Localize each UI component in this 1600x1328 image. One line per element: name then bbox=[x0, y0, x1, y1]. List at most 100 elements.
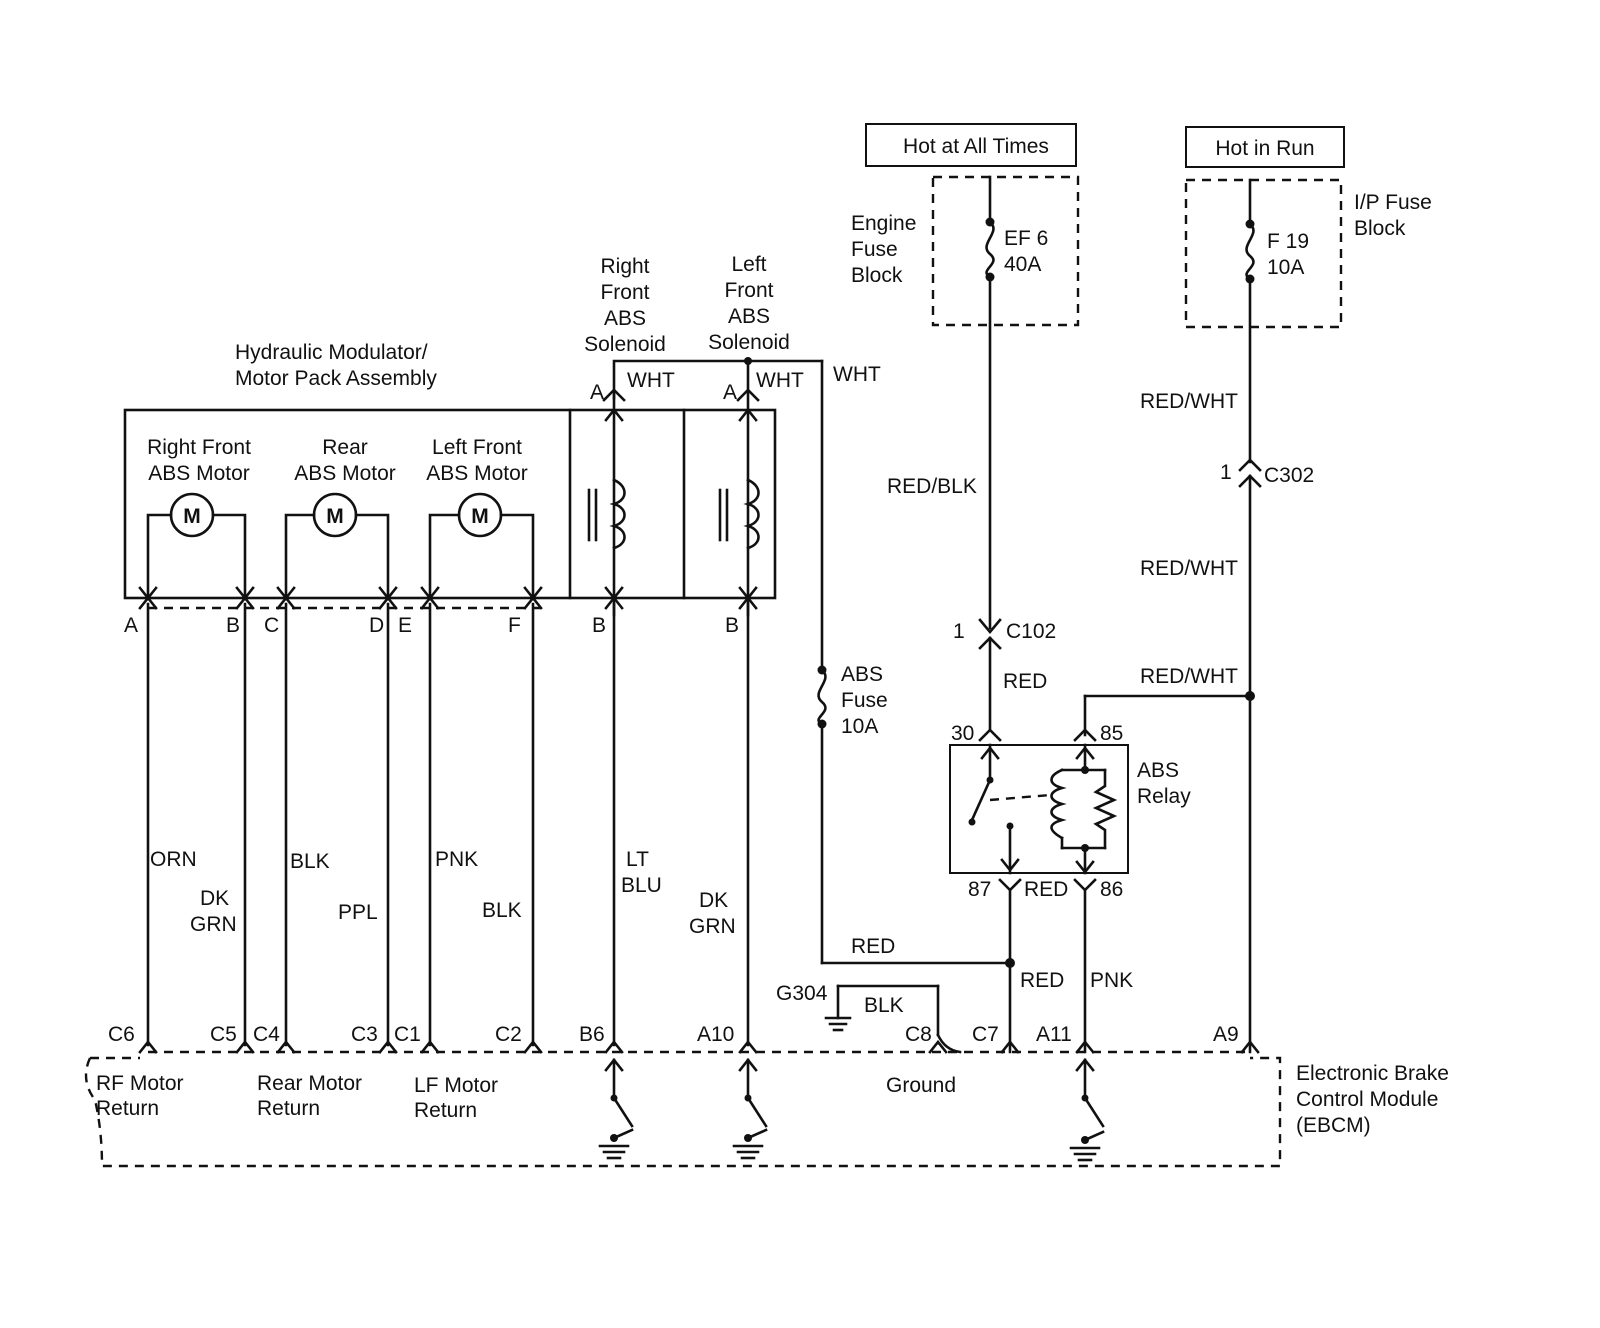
pnk-wire-label-a11: PNK bbox=[1090, 969, 1133, 992]
abs-relay-label-1: ABS bbox=[1137, 759, 1179, 782]
rf-solenoid-pin-a: A bbox=[590, 381, 604, 404]
lf-solenoid bbox=[718, 357, 760, 617]
ebcm-pin-c6: C6 bbox=[108, 1023, 135, 1046]
hot-in-run-box: Hot in Run bbox=[1185, 126, 1345, 168]
c102-label: C102 bbox=[1006, 620, 1056, 643]
g304-label: G304 bbox=[776, 982, 828, 1005]
rear-motor-return-1: Rear Motor bbox=[257, 1072, 362, 1095]
rf-solenoid bbox=[587, 393, 626, 617]
ip-fuse-block-label-2: Block bbox=[1354, 217, 1406, 240]
ebcm-pin-a9: A9 bbox=[1213, 1023, 1239, 1046]
c302-label: C302 bbox=[1264, 464, 1314, 487]
pin-f: F bbox=[508, 614, 521, 637]
pnk-wire-label-lf: PNK bbox=[435, 848, 478, 871]
red-wht-circuit bbox=[1083, 277, 1262, 1054]
engine-fuse-block-label-1: Engine bbox=[851, 212, 916, 235]
ebcm-ground-label: Ground bbox=[886, 1074, 956, 1097]
c302-pin: 1 bbox=[1220, 461, 1232, 484]
rf-motor-return-1: RF Motor bbox=[96, 1072, 184, 1095]
pin-c: C bbox=[264, 614, 279, 637]
red-blk-wire-label: RED/BLK bbox=[887, 475, 977, 498]
lf-solenoid-label-3: ABS bbox=[728, 305, 770, 328]
hot-at-all-times-box: Hot at All Times bbox=[865, 123, 1077, 167]
engine-fuse-block-label-2: Fuse bbox=[851, 238, 898, 261]
ebcm-outline bbox=[84, 1050, 1282, 1168]
wht-abs-fuse-circuit bbox=[748, 359, 1012, 965]
lf-solenoid-pin-b: B bbox=[725, 614, 739, 637]
abs-relay-box bbox=[949, 744, 1129, 874]
ebcm-switch-b6 bbox=[598, 1057, 634, 1160]
ebcm-pin-b6: B6 bbox=[579, 1023, 605, 1046]
ebcm-pin-c3: C3 bbox=[351, 1023, 378, 1046]
ebcm-name-3: (EBCM) bbox=[1296, 1114, 1371, 1137]
abs-relay-label-2: Relay bbox=[1137, 785, 1191, 808]
red-wht-wire-label-1: RED/WHT bbox=[1140, 390, 1238, 413]
ebcm-switch-a11 bbox=[1069, 1057, 1105, 1162]
lf-motor: M bbox=[420, 492, 543, 601]
orn-wire-label: ORN bbox=[150, 848, 197, 871]
c102-pin: 1 bbox=[953, 620, 965, 643]
rf-motor: M bbox=[138, 492, 255, 601]
wht-wire-label-lf: WHT bbox=[756, 369, 804, 392]
wht-wire-label-main: WHT bbox=[833, 363, 881, 386]
ebcm-pin-c2: C2 bbox=[495, 1023, 522, 1046]
red-wire-label-87: RED bbox=[1024, 878, 1068, 901]
ebcm-pin-a11: A11 bbox=[1036, 1023, 1072, 1046]
blk-wire-label-rear: BLK bbox=[290, 850, 330, 873]
f19-fuse-symbol bbox=[1245, 178, 1255, 284]
motor-wires bbox=[138, 595, 1260, 1054]
ebcm-pin-c7: C7 bbox=[972, 1023, 999, 1046]
modulator-title-2: Motor Pack Assembly bbox=[235, 367, 437, 390]
rf-solenoid-label-4: Solenoid bbox=[584, 333, 666, 356]
lf-solenoid-label-1: Left bbox=[731, 253, 766, 276]
rf-solenoid-pin-b: B bbox=[592, 614, 606, 637]
dk-grn-wire-label-1: DK bbox=[200, 887, 229, 910]
ip-fuse-block-label-1: I/P Fuse bbox=[1354, 191, 1432, 214]
pin-b: B bbox=[226, 614, 240, 637]
rf-motor-return-2: Return bbox=[96, 1097, 159, 1120]
ef6-fuse-label: EF 6 bbox=[1004, 227, 1048, 250]
relay-pin-86: 86 bbox=[1100, 878, 1123, 901]
abs-relay-internals bbox=[968, 728, 1118, 892]
rf-solenoid-label-1: Right bbox=[600, 255, 649, 278]
abs-fuse-label-1: ABS bbox=[841, 663, 883, 686]
dk-grn-wire-label-2: GRN bbox=[190, 913, 237, 936]
lf-solenoid-pin-a: A bbox=[723, 381, 737, 404]
red-blk-circuit bbox=[978, 275, 1002, 732]
rear-motor-return-2: Return bbox=[257, 1097, 320, 1120]
relay-pin-30: 30 bbox=[951, 722, 974, 745]
pin-a: A bbox=[124, 614, 138, 637]
lf-motor-label-1: Left Front bbox=[432, 436, 522, 459]
abs-fuse-label-2: Fuse bbox=[841, 689, 888, 712]
rear-motor-label-1: Rear bbox=[322, 436, 368, 459]
lf-motor-return-2: Return bbox=[414, 1099, 477, 1122]
dk-grn-wire-label-4: GRN bbox=[689, 915, 736, 938]
ebcm-pin-c5: C5 bbox=[210, 1023, 237, 1046]
red-wire-label-c102: RED bbox=[1003, 670, 1047, 693]
red-wht-wire-label-2: RED/WHT bbox=[1140, 557, 1238, 580]
relay-pin-85: 85 bbox=[1100, 722, 1123, 745]
wht-wire-label-rf: WHT bbox=[627, 369, 675, 392]
blk-wire-label-g304: BLK bbox=[864, 994, 904, 1017]
lf-solenoid-label-4: Solenoid bbox=[708, 331, 790, 354]
lf-motor-symbol: M bbox=[471, 505, 489, 528]
rf-motor-label-1: Right Front bbox=[147, 436, 251, 459]
modulator-title-1: Hydraulic Modulator/ bbox=[235, 341, 428, 364]
red-wire-label-c7: RED bbox=[1020, 969, 1064, 992]
red-wire-label-fuse: RED bbox=[851, 935, 895, 958]
ebcm-pin-c1: C1 bbox=[394, 1023, 421, 1046]
rear-motor-label-2: ABS Motor bbox=[294, 462, 396, 485]
rf-solenoid-feed bbox=[612, 359, 752, 400]
ebcm-name-2: Control Module bbox=[1296, 1088, 1438, 1111]
f19-fuse-label: F 19 bbox=[1267, 230, 1309, 253]
pin-e: E bbox=[398, 614, 412, 637]
lf-solenoid-label-2: Front bbox=[724, 279, 773, 302]
ebcm-pin-c4: C4 bbox=[253, 1023, 280, 1046]
rf-solenoid-label-2: Front bbox=[600, 281, 649, 304]
lf-motor-return-1: LF Motor bbox=[414, 1074, 498, 1097]
ebcm-name-1: Electronic Brake bbox=[1296, 1062, 1449, 1085]
lt-blu-wire-label-2: BLU bbox=[621, 874, 662, 897]
rf-motor-symbol: M bbox=[183, 505, 201, 528]
modulator-box bbox=[123, 408, 777, 600]
